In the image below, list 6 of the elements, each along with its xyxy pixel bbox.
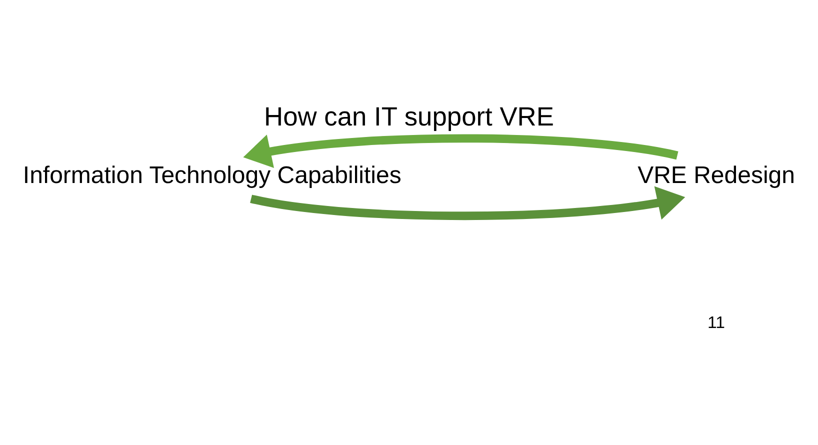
arrow [243,134,678,168]
diagram-title: How can IT support VRE [264,102,554,132]
node-text: Information Technology Capabilities [22,162,402,190]
label: 11 [708,313,726,332]
node-text: VRE Redesign [638,162,795,190]
arrow [250,186,686,220]
